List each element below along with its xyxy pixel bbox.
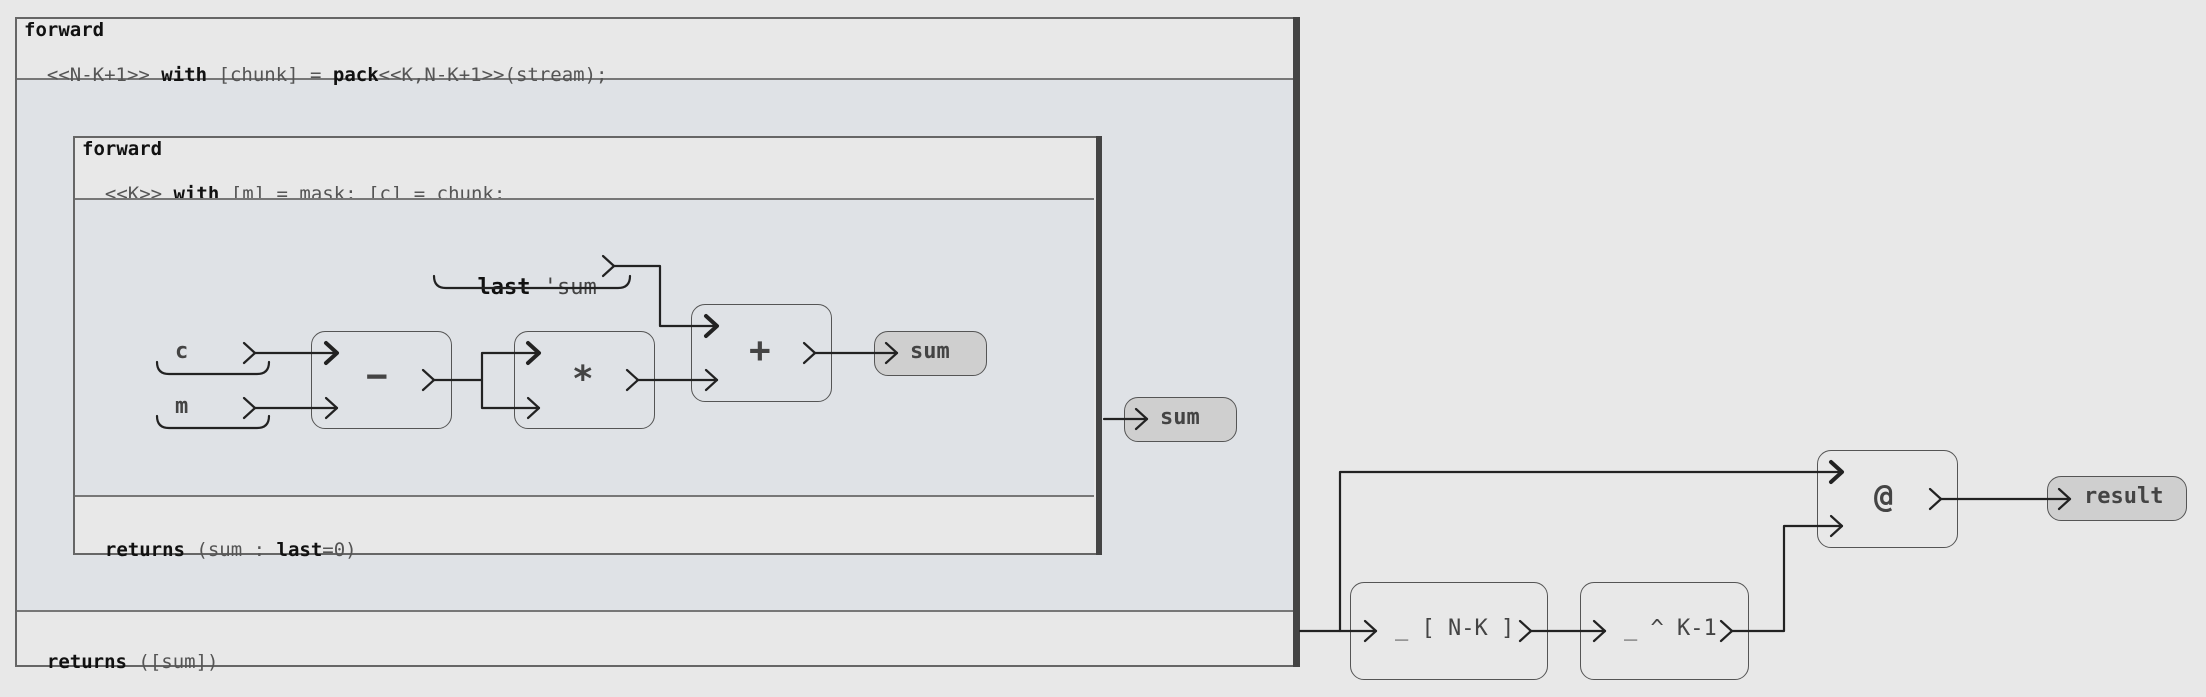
- plus-operator: +: [749, 330, 771, 371]
- c-input: c: [175, 339, 189, 364]
- inner-sum-label: sum: [910, 339, 950, 364]
- outer-with-keyword: with: [161, 64, 208, 86]
- outer-returns-value: ([sum]): [138, 651, 219, 673]
- outer-header-signature: <<N-K+1>> with [chunk] = pack<<K,N-K+1>>…: [24, 42, 608, 86]
- outer-pack-args: <<K,N-K+1>>(stream);: [378, 64, 608, 86]
- inner-returns: returns (sum : last=0): [82, 517, 357, 561]
- minus-operator: −: [366, 356, 388, 397]
- m-bracket: [155, 414, 271, 430]
- inner-returns-last: last: [276, 539, 323, 561]
- inner-frame-edge: [1096, 136, 1102, 555]
- inner-returns-close: =0): [322, 539, 357, 561]
- multiply-operator: *: [572, 359, 594, 400]
- result-label: result: [2084, 484, 2164, 509]
- outer-header-keyword: forward: [24, 19, 105, 41]
- inner-returns-open: (sum :: [196, 539, 277, 561]
- m-input: m: [175, 394, 189, 419]
- outer-returns: returns ([sum]): [24, 629, 219, 673]
- outer-sum-label: sum: [1160, 405, 1200, 430]
- outer-frame-edge: [1293, 17, 1300, 667]
- outer-pack-keyword: pack: [332, 64, 379, 86]
- outer-header: [17, 19, 1293, 80]
- matmul-operator: @: [1874, 477, 1894, 515]
- last-bracket: [432, 274, 632, 290]
- outer-footer: [17, 610, 1293, 665]
- inner-header-keyword: forward: [82, 138, 163, 160]
- index-expression: _ [ N-K ]: [1395, 616, 1515, 641]
- inner-returns-keyword: returns: [104, 539, 185, 561]
- c-bracket: [155, 360, 271, 376]
- power-expression: _ ^ K-1: [1624, 616, 1717, 641]
- outer-chunk-binding: [chunk] =: [218, 64, 333, 86]
- outer-arity: <<N-K+1>>: [46, 64, 150, 86]
- outer-returns-keyword: returns: [46, 651, 127, 673]
